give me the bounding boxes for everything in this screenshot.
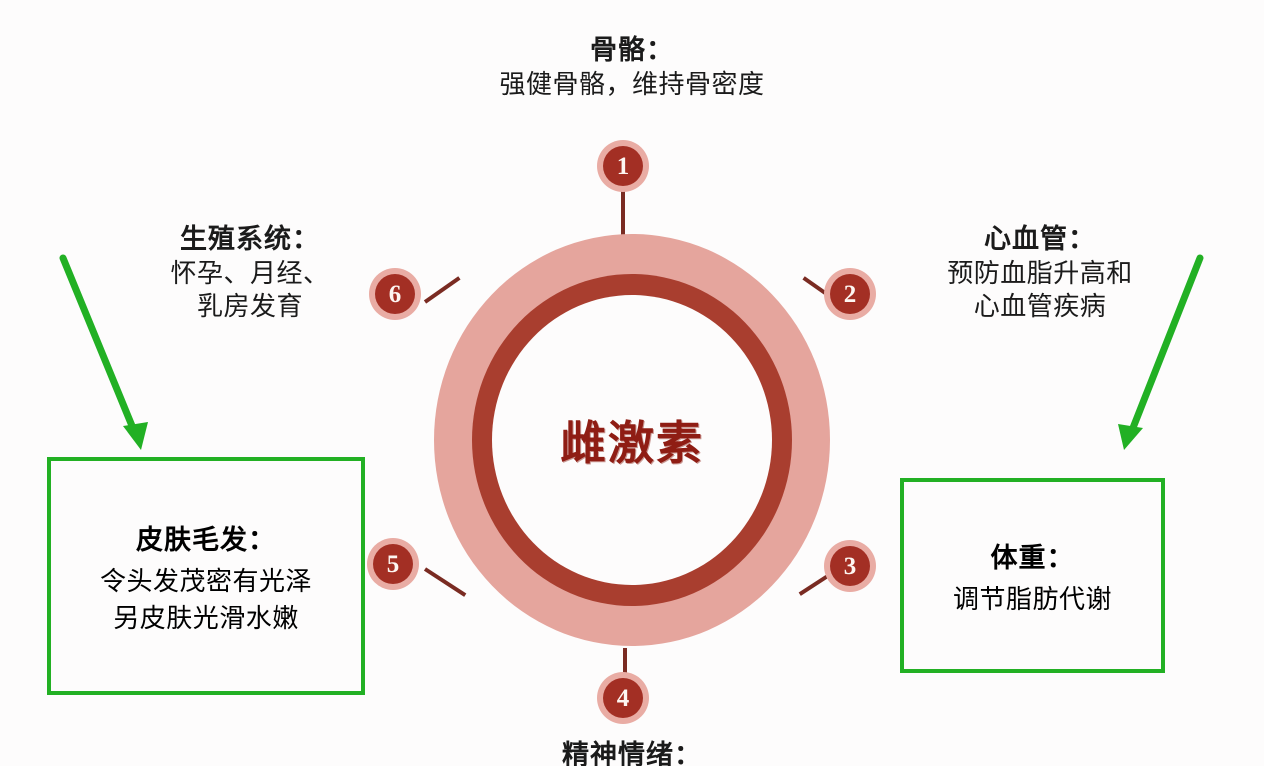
section-reproductive-line-2: 乳房发育: [196, 290, 303, 321]
section-weight-title: 体重：: [990, 542, 1075, 573]
badge-2-number: 2: [830, 274, 870, 314]
box-skin-hair[interactable]: 皮肤毛发： 令头发茂密有光泽 另皮肤光滑水嫩: [47, 457, 365, 695]
section-bone: 骨骼： 强健骨骼，维持骨密度: [422, 33, 842, 101]
section-mood-title: 精神情绪：: [562, 740, 702, 766]
section-cardiovascular-line-2: 心血管疾病: [973, 290, 1107, 321]
section-mood: 精神情绪：: [472, 738, 792, 766]
badge-5[interactable]: 5: [367, 538, 419, 590]
badge-5-number: 5: [373, 544, 413, 584]
badge-2[interactable]: 2: [824, 268, 876, 320]
connector-line-6: [423, 276, 461, 304]
badge-1-number: 1: [603, 146, 643, 186]
section-cardiovascular-title: 心血管：: [984, 224, 1096, 254]
section-skin-hair-title: 皮肤毛发：: [136, 524, 276, 555]
section-reproductive-line-1: 怀孕、月经、: [170, 257, 330, 288]
section-skin-hair-line-1: 令头发茂密有光泽: [99, 565, 312, 596]
box-weight[interactable]: 体重： 调节脂肪代谢: [900, 478, 1165, 673]
ring-inner-band: 雌激素: [472, 274, 792, 606]
badge-1[interactable]: 1: [597, 140, 649, 192]
estrogen-ring: 雌激素: [434, 234, 830, 646]
section-bone-line-1: 强健骨骼，维持骨密度: [499, 68, 765, 99]
badge-3-number: 3: [830, 546, 870, 586]
ring-core: 雌激素: [492, 295, 772, 585]
section-reproductive: 生殖系统： 怀孕、月经、 乳房发育: [120, 222, 380, 323]
center-label: 雌激素: [560, 417, 704, 469]
connector-line-5: [423, 567, 467, 597]
section-reproductive-title: 生殖系统：: [180, 224, 320, 254]
badge-6-number: 6: [375, 274, 415, 314]
arrow-to-weight-box: [1118, 254, 1204, 450]
section-skin-hair-line-2: 另皮肤光滑水嫩: [113, 602, 299, 633]
badge-6[interactable]: 6: [369, 268, 421, 320]
section-cardiovascular-line-1: 预防血脂升高和: [947, 257, 1133, 288]
section-bone-title: 骨骼：: [590, 35, 674, 65]
badge-4-number: 4: [603, 678, 643, 718]
badge-3[interactable]: 3: [824, 540, 876, 592]
section-cardiovascular: 心血管： 预防血脂升高和 心血管疾病: [890, 222, 1190, 323]
section-weight-line-1: 调节脂肪代谢: [952, 583, 1112, 614]
arrow-to-skin-hair-box: [59, 254, 148, 450]
badge-4[interactable]: 4: [597, 672, 649, 724]
